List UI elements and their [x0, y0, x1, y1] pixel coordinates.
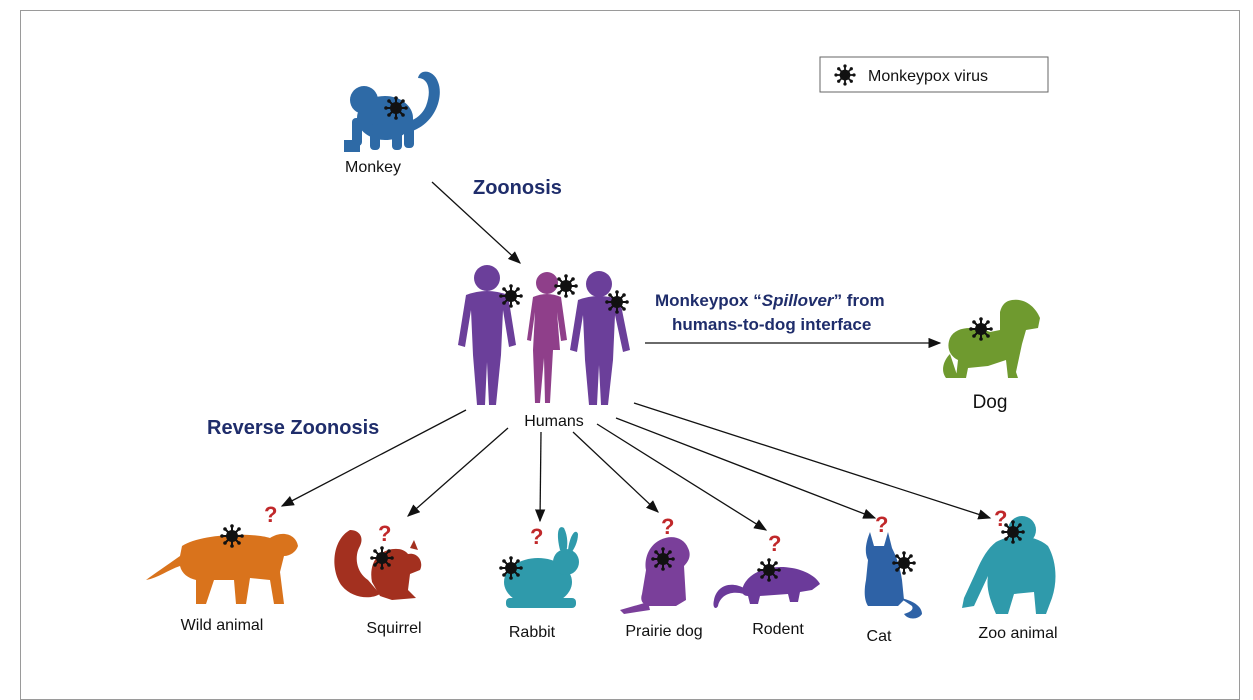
wild-animal-node: ? Wild animal: [146, 502, 298, 634]
virus-icon: [968, 316, 994, 342]
arrows: [280, 181, 992, 531]
monkey-label: Monkey: [345, 159, 401, 176]
arrow-humans-to-rabbit: [534, 431, 546, 523]
humans-label: Humans: [524, 413, 584, 430]
arrow-monkey-to-humans: [431, 181, 521, 264]
prairie-dog-icon: [620, 537, 690, 614]
legend-box: [819, 56, 1049, 93]
spillover-heading-line2: humans-to-dog interface: [672, 315, 871, 334]
question-mark: ?: [768, 531, 781, 556]
wild-animal-label: Wild animal: [181, 617, 264, 634]
zoonosis-heading: Zoonosis: [473, 177, 562, 199]
humans-node: Humans: [458, 265, 630, 430]
arrow-humans-to-prairie-dog: [572, 431, 659, 513]
zoo-animal-label: Zoo animal: [978, 625, 1057, 642]
question-mark: ?: [264, 502, 277, 527]
rodent-label: Rodent: [752, 621, 804, 638]
virus-icon: [498, 555, 524, 581]
arrow-humans-to-rodent: [596, 423, 768, 531]
reverse-zoonosis-heading: Reverse Zoonosis: [207, 417, 379, 439]
male-human-icon: [570, 271, 630, 405]
rodent-node: ? Rodent: [713, 531, 820, 638]
virus-icon: [383, 95, 409, 121]
arrow-humans-to-zoo-animal: [633, 402, 992, 520]
cat-icon: [864, 532, 922, 619]
question-mark: ?: [994, 506, 1007, 531]
virus-icon: [369, 545, 395, 571]
tiger-icon: [146, 533, 298, 604]
virus-icon: [219, 523, 245, 549]
cat-label: Cat: [867, 628, 892, 645]
virus-icon: [604, 289, 630, 315]
male-human-icon: [458, 265, 516, 405]
monkey-node: Monkey: [344, 71, 440, 176]
prairie-dog-node: ? Prairie dog: [620, 514, 703, 640]
legend-label: Monkeypox virus: [868, 68, 988, 85]
dog-label: Dog: [973, 392, 1008, 413]
rabbit-icon: [504, 527, 579, 608]
virus-icon: [891, 550, 917, 576]
question-mark: ?: [378, 521, 391, 546]
female-human-icon: [527, 272, 567, 403]
prairie-dog-label: Prairie dog: [625, 623, 702, 640]
rabbit-node: ? Rabbit: [498, 524, 579, 641]
spillover-heading-line1: Monkeypox “Spillover” from: [655, 291, 885, 310]
arrow-humans-to-squirrel: [407, 427, 509, 517]
cat-node: ? Cat: [864, 512, 922, 645]
virus-icon: [498, 283, 524, 309]
arrow-humans-to-wild-animal: [280, 409, 467, 507]
legend: Monkeypox virus: [819, 56, 1049, 93]
question-mark: ?: [875, 512, 888, 537]
squirrel-node: ? Squirrel: [334, 521, 422, 637]
virus-icon: [553, 273, 579, 299]
rabbit-label: Rabbit: [509, 624, 556, 641]
question-mark: ?: [661, 514, 674, 539]
arrow-humans-to-cat: [615, 417, 877, 519]
dog-icon: [943, 299, 1040, 378]
virus-icon: [833, 63, 857, 87]
dog-node: Dog: [943, 299, 1040, 413]
virus-icon: [756, 557, 782, 583]
zoo-animal-node: ? Zoo animal: [962, 506, 1058, 642]
squirrel-label: Squirrel: [366, 620, 421, 637]
virus-icon: [650, 546, 676, 572]
question-mark: ?: [530, 524, 543, 549]
